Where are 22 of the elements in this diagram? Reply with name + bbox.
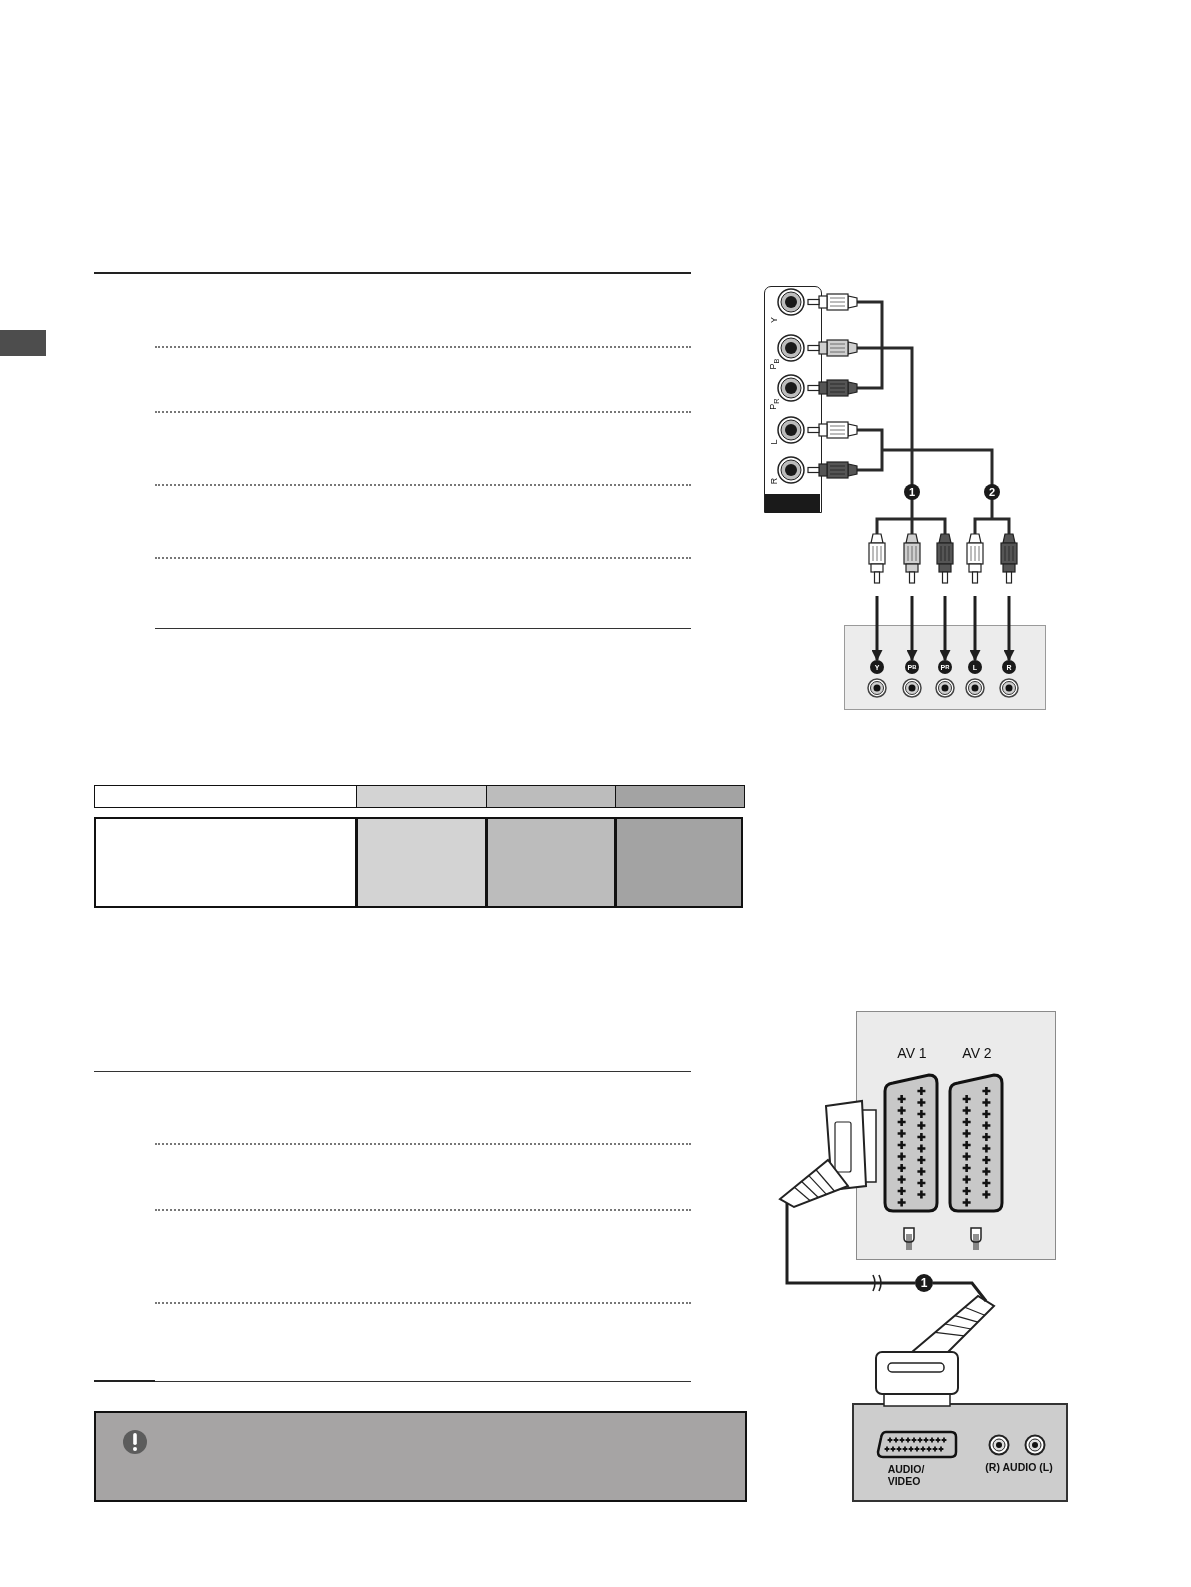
port-label: R bbox=[770, 477, 780, 485]
input-panel bbox=[844, 625, 1046, 710]
callout-number: 1 bbox=[904, 484, 920, 500]
port-label: L bbox=[770, 439, 780, 445]
arrow bbox=[969, 596, 981, 661]
port-label: Y bbox=[770, 317, 780, 323]
connector-panel bbox=[856, 1011, 1056, 1260]
arrow bbox=[906, 596, 918, 661]
port-label: AV 1 bbox=[897, 1046, 927, 1062]
jack-panel bbox=[764, 286, 822, 513]
scart-plug bbox=[776, 1101, 878, 1208]
cable bbox=[785, 1203, 915, 1285]
port-label: AV 2 bbox=[962, 1046, 992, 1062]
callout-number: 2 bbox=[984, 484, 1000, 500]
device-panel bbox=[852, 1403, 1068, 1502]
callout-number: 1 bbox=[915, 1274, 933, 1292]
arrow bbox=[1003, 596, 1015, 661]
port-label: AUDIO/ VIDEO bbox=[887, 1464, 925, 1488]
arrow bbox=[939, 596, 951, 661]
cable bbox=[933, 1281, 988, 1302]
port-label: (R) AUDIO (L) bbox=[985, 1462, 1053, 1474]
arrow bbox=[871, 596, 883, 661]
